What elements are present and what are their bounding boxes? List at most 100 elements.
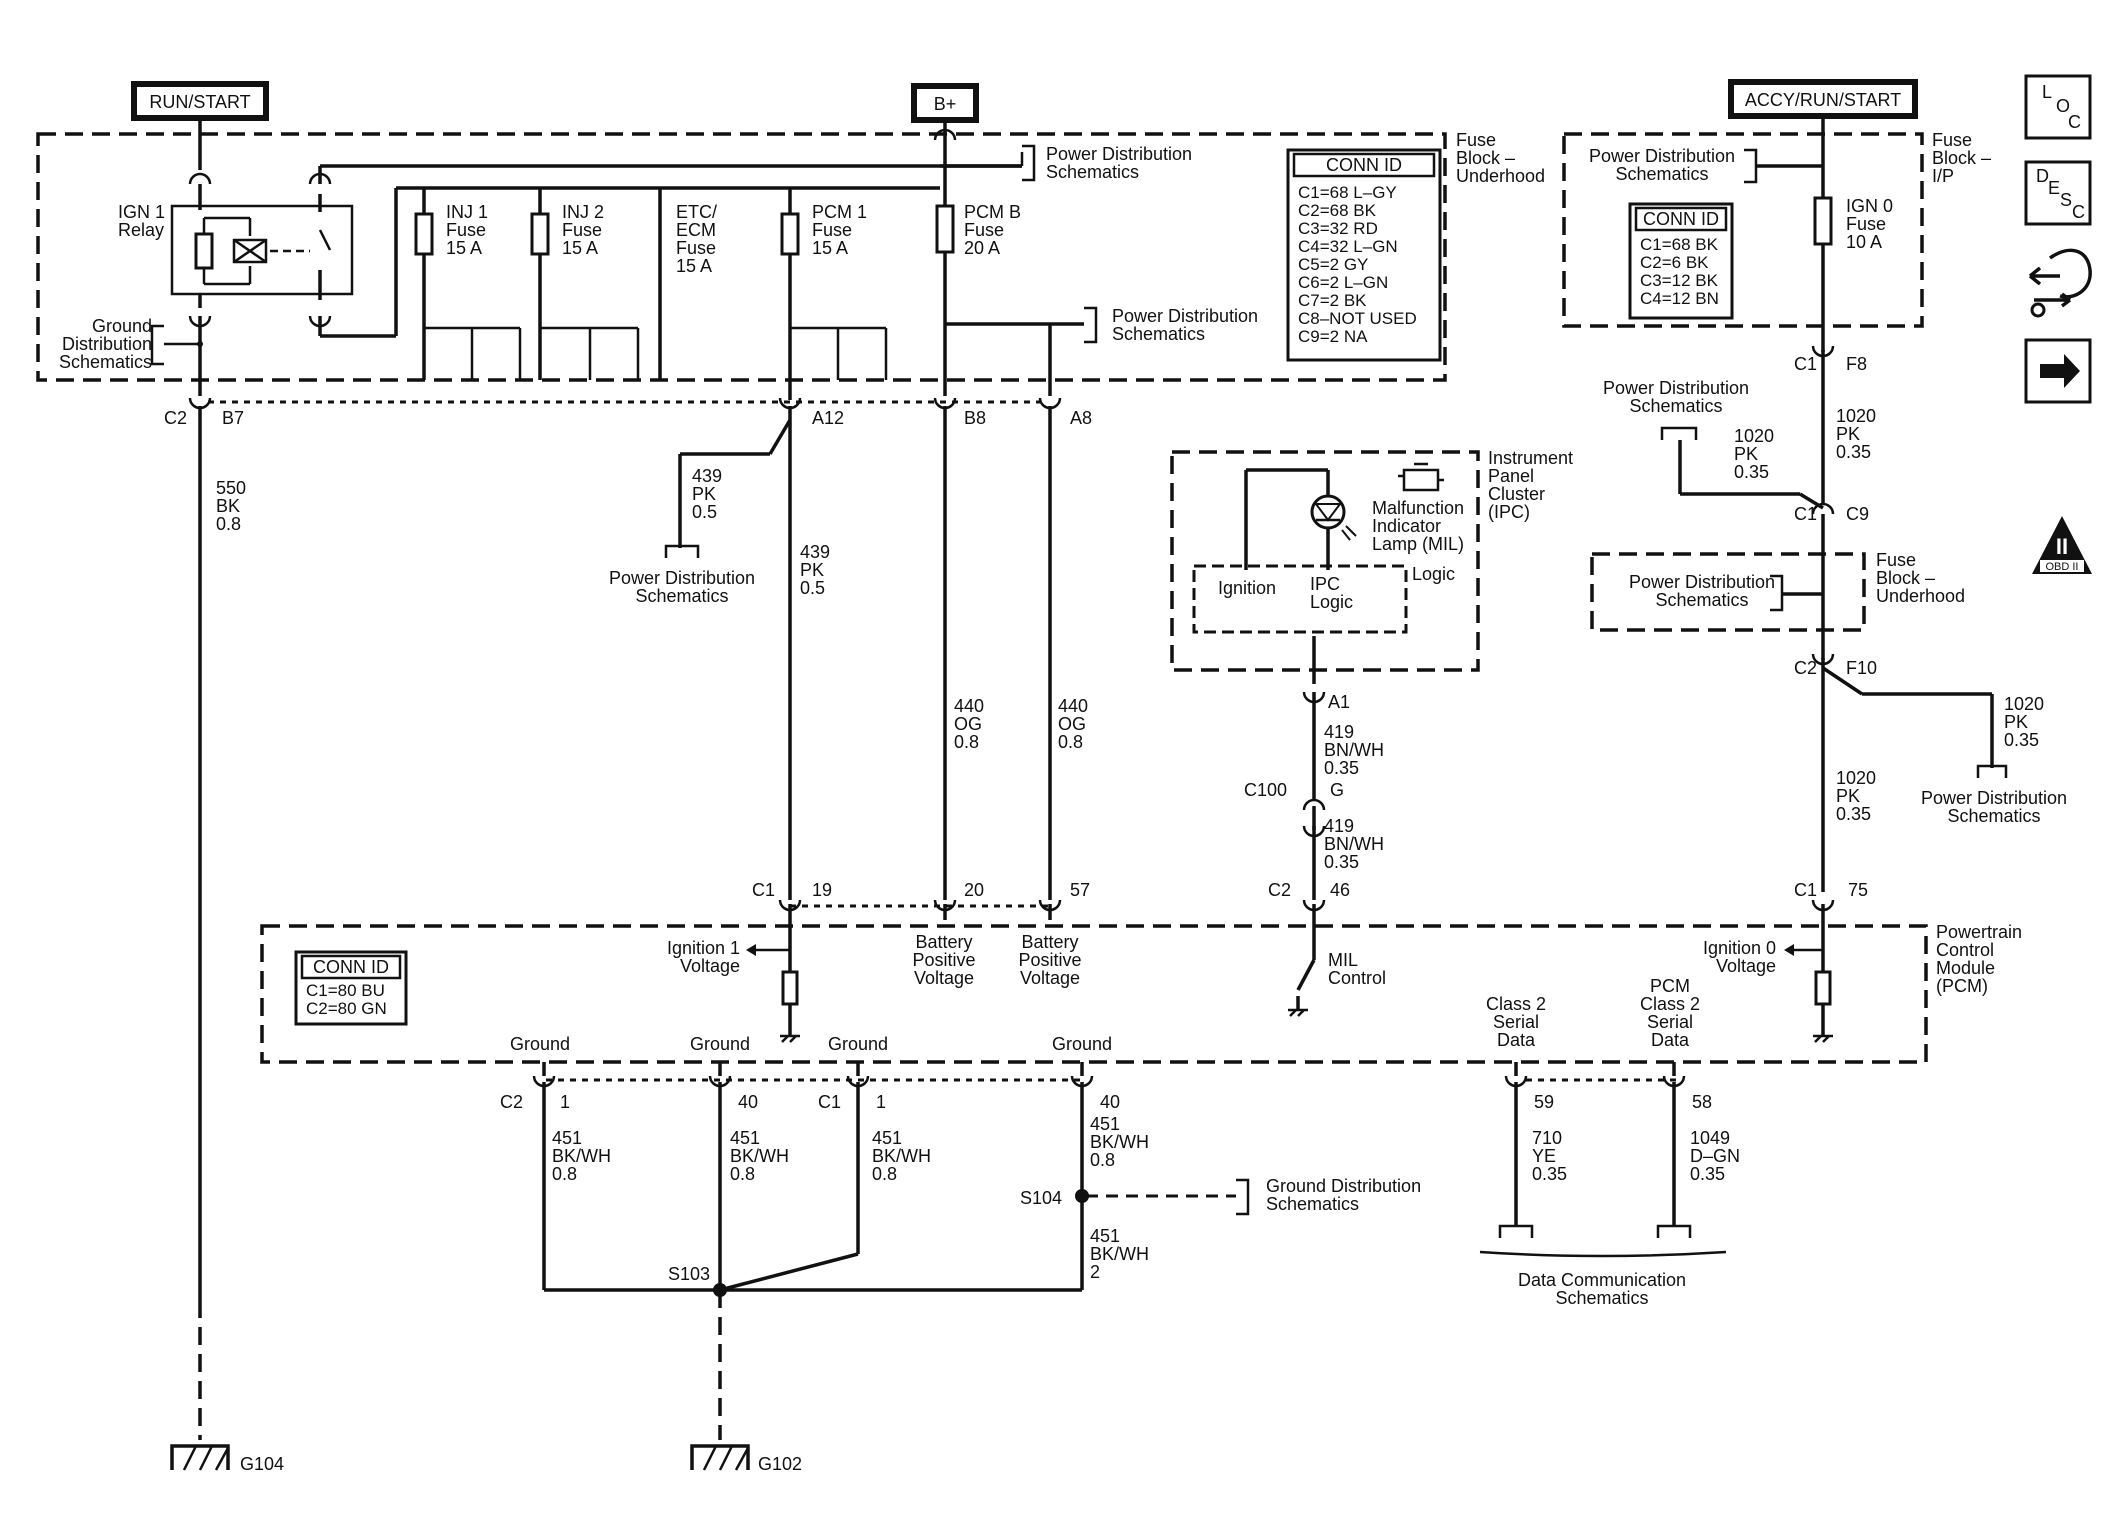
- next-arrow-icon[interactable]: [2024, 338, 2092, 404]
- svg-text:INJ 1: INJ 1: [446, 202, 488, 222]
- pds-ref-2: Power Distribution Schematics: [1112, 306, 1258, 344]
- wire-1020-c: 1020 PK 0.35: [2004, 694, 2044, 750]
- relay-label: IGN 1: [118, 202, 165, 222]
- loc-icon[interactable]: L O C: [2024, 74, 2092, 140]
- conn-a12: A12: [812, 408, 844, 428]
- svg-text:PK: PK: [2004, 712, 2028, 732]
- svg-text:PK: PK: [692, 484, 716, 504]
- wire-439-branch: 439 PK 0.5: [692, 466, 722, 522]
- pcm-ign0-voltage: Ignition 0 Voltage: [1703, 938, 1776, 976]
- svg-text:Ground: Ground: [828, 1034, 888, 1054]
- svg-text:BK/WH: BK/WH: [552, 1146, 611, 1166]
- svg-text:Power Distribution: Power Distribution: [1603, 378, 1749, 398]
- svg-text:YE: YE: [1532, 1146, 1556, 1166]
- svg-text:Relay: Relay: [118, 220, 164, 240]
- fuse-inj1: INJ 1 Fuse 15 A: [414, 188, 488, 380]
- svg-text:15 A: 15 A: [676, 256, 712, 276]
- svg-text:C9: C9: [1846, 504, 1869, 524]
- svg-text:2: 2: [1090, 1262, 1100, 1282]
- pds-ref-right: Power Distribution Schematics: [1921, 788, 2067, 826]
- accy-run-start-label: ACCY/RUN/START: [1745, 90, 1901, 110]
- svg-text:Voltage: Voltage: [1020, 968, 1080, 988]
- svg-text:Logic: Logic: [1310, 592, 1353, 612]
- bplus-label: B+: [934, 94, 957, 114]
- wire-451-d: 451 BK/WH 0.8: [1090, 1114, 1149, 1170]
- svg-text:Schematics: Schematics: [1046, 162, 1139, 182]
- svg-text:Serial: Serial: [1493, 1012, 1539, 1032]
- svg-text:Block –: Block –: [1876, 568, 1935, 588]
- svg-text:0.35: 0.35: [1324, 758, 1359, 778]
- wire-451-b: 451 BK/WH 0.8: [730, 1128, 789, 1184]
- svg-text:57: 57: [1070, 880, 1090, 900]
- conn-a8: A8: [1070, 408, 1092, 428]
- svg-text:Underhood: Underhood: [1876, 586, 1965, 606]
- svg-text:0.8: 0.8: [1058, 732, 1083, 752]
- svg-text:(IPC): (IPC): [1488, 502, 1530, 522]
- svg-text:Fuse: Fuse: [446, 220, 486, 240]
- svg-text:Schematics: Schematics: [1615, 164, 1708, 184]
- repair-tools-icon[interactable]: [2028, 248, 2092, 318]
- svg-text:Lamp (MIL): Lamp (MIL): [1372, 534, 1464, 554]
- svg-text:F8: F8: [1846, 354, 1867, 374]
- svg-text:710: 710: [1532, 1128, 1562, 1148]
- engine-icon: [1398, 462, 1444, 492]
- svg-text:Schematics: Schematics: [635, 586, 728, 606]
- svg-text:20 A: 20 A: [964, 238, 1000, 258]
- svg-text:C2=68 BK: C2=68 BK: [1298, 201, 1377, 220]
- svg-text:D–GN: D–GN: [1690, 1146, 1740, 1166]
- svg-text:INJ 2: INJ 2: [562, 202, 604, 222]
- svg-text:Underhood: Underhood: [1456, 166, 1545, 186]
- svg-text:Ground: Ground: [1052, 1034, 1112, 1054]
- svg-text:OG: OG: [1058, 714, 1086, 734]
- svg-text:439: 439: [800, 542, 830, 562]
- svg-text:BK/WH: BK/WH: [872, 1146, 931, 1166]
- pcm-pcm-class2: PCM Class 2 Serial Data: [1640, 976, 1700, 1050]
- svg-text:E: E: [2048, 178, 2060, 198]
- desc-icon[interactable]: D E S C: [2024, 160, 2092, 226]
- svg-text:Logic: Logic: [1412, 564, 1455, 584]
- svg-text:0.35: 0.35: [1734, 462, 1769, 482]
- ign1-relay: IGN 1 Relay: [118, 194, 354, 300]
- svg-text:0.35: 0.35: [1836, 442, 1871, 462]
- conn-b7: B7: [222, 408, 244, 428]
- accy-run-start-source: ACCY/RUN/START: [1728, 79, 1918, 119]
- pds-ref-1020: Power Distribution Schematics: [1603, 378, 1749, 416]
- svg-text:Schematics: Schematics: [59, 352, 152, 372]
- svg-text:C4=32 L–GN: C4=32 L–GN: [1298, 237, 1398, 256]
- svg-text:Cluster: Cluster: [1488, 484, 1545, 504]
- svg-text:440: 440: [1058, 696, 1088, 716]
- svg-text:CONN ID: CONN ID: [313, 957, 389, 977]
- svg-text:19: 19: [812, 880, 832, 900]
- svg-text:Fuse: Fuse: [1846, 214, 1886, 234]
- wire-451-a: 451 BK/WH 0.8: [552, 1128, 611, 1184]
- wire-419-b: 419 BN/WH 0.35: [1324, 816, 1384, 872]
- svg-text:Power Distribution: Power Distribution: [1046, 144, 1192, 164]
- instrument-panel-cluster: Instrument Panel Cluster (IPC) Ignition …: [1170, 448, 1573, 672]
- svg-text:Schematics: Schematics: [1629, 396, 1722, 416]
- svg-text:59: 59: [1534, 1092, 1554, 1112]
- svg-text:20: 20: [964, 880, 984, 900]
- svg-text:C3=32 RD: C3=32 RD: [1298, 219, 1378, 238]
- svg-text:Power Distribution: Power Distribution: [1921, 788, 2067, 808]
- svg-text:C9=2 NA: C9=2 NA: [1298, 327, 1368, 346]
- pcm-bpv-1: Battery Positive Voltage: [912, 932, 975, 988]
- svg-text:Power Distribution: Power Distribution: [1629, 572, 1775, 592]
- svg-text:451: 451: [872, 1128, 902, 1148]
- svg-text:PCM: PCM: [1650, 976, 1690, 996]
- fuse-block-underhood-label: Fuse Block – Underhood: [1456, 130, 1545, 186]
- svg-text:Schematics: Schematics: [1266, 1194, 1359, 1214]
- svg-text:ETC/: ETC/: [676, 202, 717, 222]
- svg-text:75: 75: [1848, 880, 1868, 900]
- svg-text:A1: A1: [1328, 692, 1350, 712]
- svg-text:C1: C1: [1794, 504, 1817, 524]
- fuse-block-underhood: Fuse Block – Underhood: [36, 130, 1545, 382]
- svg-text:L: L: [2042, 82, 2052, 102]
- svg-text:C1=68 BK: C1=68 BK: [1640, 235, 1719, 254]
- conn-id-underhood: CONN ID C1=68 L–GY C2=68 BK C3=32 RD C4=…: [1286, 148, 1442, 362]
- svg-text:0.35: 0.35: [2004, 730, 2039, 750]
- pcm-class2-serial: Class 2 Serial Data: [1486, 994, 1546, 1050]
- svg-text:C: C: [2068, 112, 2081, 132]
- ground-g102: G102: [690, 1444, 802, 1474]
- svg-text:G: G: [1330, 780, 1344, 800]
